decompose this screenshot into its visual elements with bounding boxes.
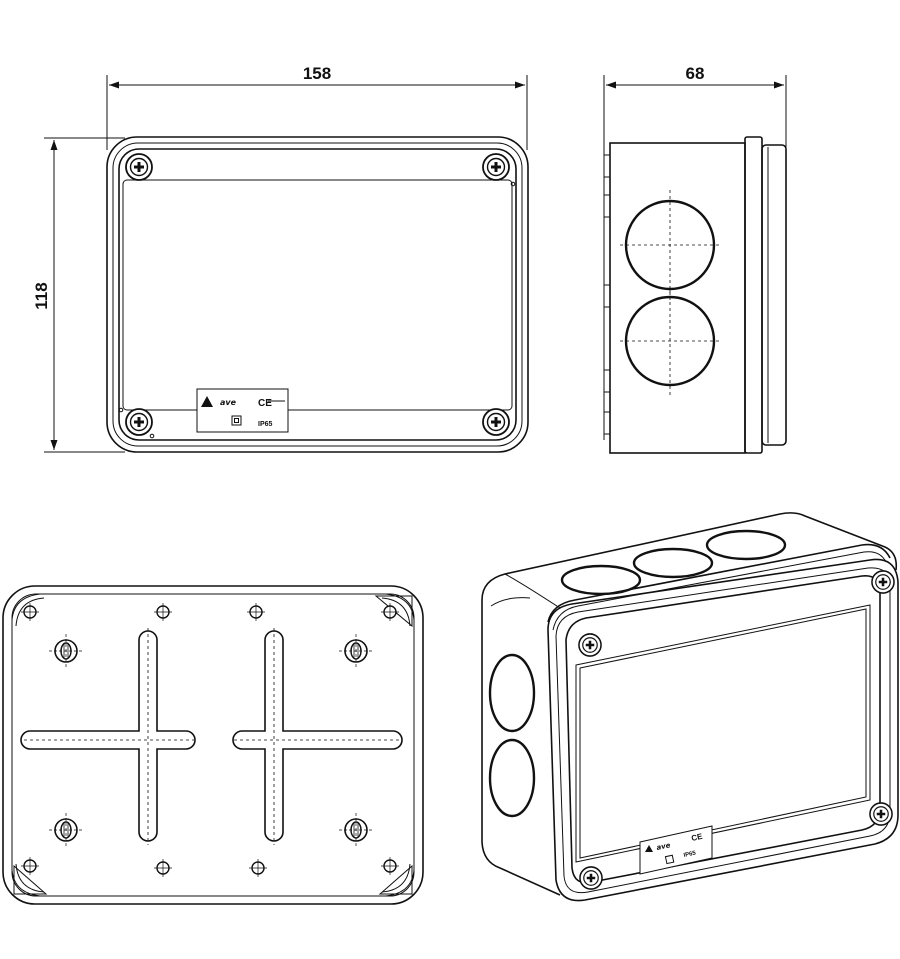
screw-icon	[579, 866, 603, 890]
front-view: 158 118 ave CE IP	[32, 64, 529, 453]
mounting-hole-icon	[48, 812, 84, 848]
warning-icon	[645, 845, 653, 852]
mounting-hole-icon	[338, 633, 374, 669]
ip-rating-iso: IP65	[683, 850, 697, 859]
screw-icon	[125, 153, 153, 181]
ip-rating: IP65	[258, 421, 273, 428]
dimension-depth: 68	[603, 64, 787, 160]
screw-icon	[578, 633, 602, 657]
isometric-view: ave CE IP65	[481, 512, 899, 902]
screw-icon	[482, 153, 510, 181]
mounting-hole-icon	[338, 812, 374, 848]
brand-label-iso: ave	[656, 841, 672, 852]
screw-icon	[869, 802, 893, 826]
product-label-iso: ave CE IP65	[639, 825, 713, 875]
screw-icon	[125, 408, 153, 436]
screw-icon	[871, 570, 895, 594]
product-label: ave CE IP65	[196, 388, 289, 433]
mounting-hole-icon	[48, 633, 84, 669]
dimension-depth-label: 68	[686, 64, 705, 83]
warning-icon	[201, 396, 213, 407]
brand-label: ave	[220, 398, 237, 407]
ce-mark-iso: CE	[691, 832, 704, 843]
bottom-view	[2, 585, 424, 905]
ce-mark: CE	[258, 398, 272, 409]
dimension-height-label: 118	[32, 282, 51, 309]
side-view: 68	[603, 64, 787, 454]
dimension-height: 118	[32, 137, 125, 453]
screw-icon	[482, 408, 510, 436]
dimension-width-label: 158	[303, 64, 331, 83]
